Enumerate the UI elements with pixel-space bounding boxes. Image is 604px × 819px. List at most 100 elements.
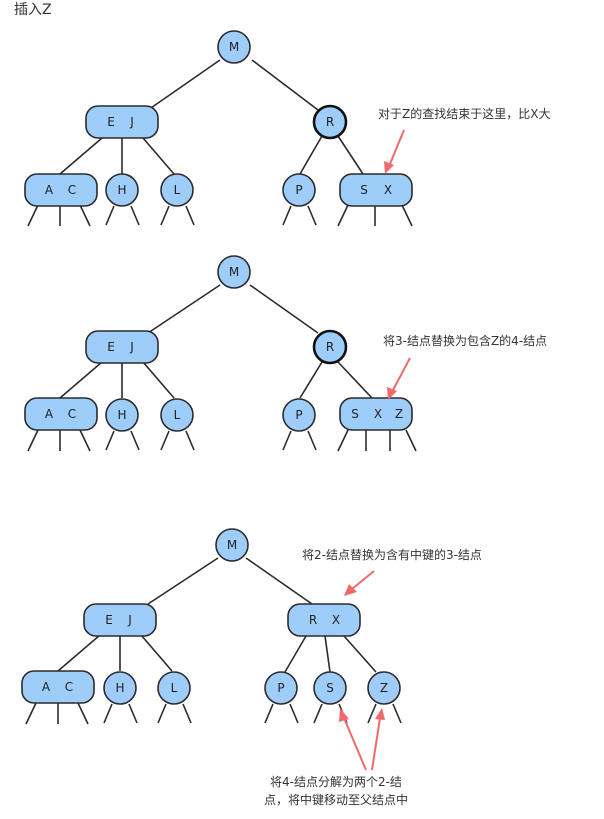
tree-2: M E J R A C H L P S X Z 将3-结点替换为包含Z的4-结点 xyxy=(24,255,547,452)
annotation-text: 将2-结点替换为含有中键的3-结点 xyxy=(302,547,482,562)
node-S xyxy=(313,671,347,705)
node-EJ xyxy=(85,330,159,364)
edge xyxy=(343,635,377,673)
annotation-text: 对于Z的查找结束于这里，比X大 xyxy=(378,106,550,121)
edge xyxy=(105,430,115,451)
edge xyxy=(337,361,373,399)
annotation-arrow xyxy=(389,129,405,165)
edge xyxy=(307,430,317,451)
node-label: A xyxy=(45,407,54,421)
node-label: X xyxy=(384,183,392,197)
node-M xyxy=(215,528,249,562)
edge xyxy=(405,429,417,452)
edge xyxy=(245,557,313,605)
node-label: H xyxy=(117,183,126,197)
node-AC xyxy=(24,397,98,431)
edge xyxy=(25,702,37,725)
edge xyxy=(337,429,349,452)
node-label: J xyxy=(129,115,134,129)
edge xyxy=(264,703,274,724)
node-label: S xyxy=(351,407,359,421)
arrowhead-icon xyxy=(344,584,357,596)
annotation-arrow xyxy=(343,717,367,771)
node-label: M xyxy=(227,538,237,552)
edge xyxy=(313,703,323,724)
node-label: P xyxy=(277,681,284,695)
node-H xyxy=(103,671,137,705)
annotation-text: 将4-结点分解为两个2-结 xyxy=(270,775,402,789)
edge xyxy=(147,557,219,605)
node-H xyxy=(105,398,139,432)
node-label: C xyxy=(68,183,76,197)
node-label: Z xyxy=(395,407,403,421)
node-label: P xyxy=(295,408,302,422)
node-label: S xyxy=(360,183,368,197)
edge xyxy=(130,430,140,451)
edge xyxy=(57,634,101,672)
node-label: P xyxy=(295,183,302,197)
edge xyxy=(27,429,39,452)
node-AC xyxy=(21,670,95,704)
node-label: C xyxy=(65,680,73,694)
arrowhead-icon xyxy=(375,708,385,720)
edge xyxy=(27,204,39,227)
node-label: R xyxy=(326,115,334,129)
node-label: M xyxy=(229,40,239,54)
annotation-text: 将3-结点替换为包含Z的4-结点 xyxy=(383,333,547,348)
node-label: Z xyxy=(380,681,388,695)
node-SX xyxy=(339,173,413,207)
edge xyxy=(130,205,140,226)
node-P xyxy=(282,398,316,432)
edge xyxy=(157,703,167,724)
node-label: H xyxy=(115,681,124,695)
node-label: X xyxy=(332,613,340,627)
node-R xyxy=(312,104,348,140)
edge xyxy=(142,361,175,399)
node-SXZ xyxy=(339,397,413,431)
node-label: R xyxy=(309,613,317,627)
tree-3: M E J R X A C H L P S Z 将2-结点替换为含有中键的3-结… xyxy=(21,528,482,807)
edge xyxy=(128,703,138,724)
node-R xyxy=(312,329,348,365)
node-EJ xyxy=(85,105,159,139)
edge xyxy=(251,59,319,111)
edge xyxy=(282,430,292,451)
annotation-arrow xyxy=(351,570,375,590)
node-P xyxy=(264,671,298,705)
edge xyxy=(289,703,299,724)
arrowhead-icon xyxy=(387,387,397,400)
edge xyxy=(105,205,115,226)
node-M xyxy=(217,255,251,289)
edge xyxy=(282,205,292,226)
node-AC xyxy=(24,173,98,207)
edge xyxy=(147,284,221,334)
node-label: A xyxy=(42,680,51,694)
tree-1: M E J R A C H L P S X 对于Z的查找结束于这里，比X大 xyxy=(24,30,550,227)
node-label: E xyxy=(105,613,113,627)
edge xyxy=(59,137,103,175)
edge xyxy=(79,204,91,227)
node-label: L xyxy=(174,183,181,197)
edge xyxy=(324,635,331,673)
node-H xyxy=(105,173,139,207)
node-L xyxy=(160,173,194,207)
edge xyxy=(103,703,113,724)
edge xyxy=(367,703,377,724)
annotation-arrow xyxy=(371,717,381,771)
edge xyxy=(337,204,349,227)
edge xyxy=(142,137,175,175)
edge xyxy=(185,205,195,226)
node-RX xyxy=(287,603,361,637)
node-label: E xyxy=(107,115,115,129)
edge xyxy=(140,634,173,672)
edge xyxy=(79,429,91,452)
node-M xyxy=(217,30,251,64)
edge xyxy=(147,59,221,111)
edge xyxy=(77,702,89,725)
node-label: L xyxy=(171,681,178,695)
node-label: H xyxy=(117,408,126,422)
node-L xyxy=(157,671,191,705)
edge xyxy=(337,135,364,175)
edge xyxy=(392,703,402,724)
